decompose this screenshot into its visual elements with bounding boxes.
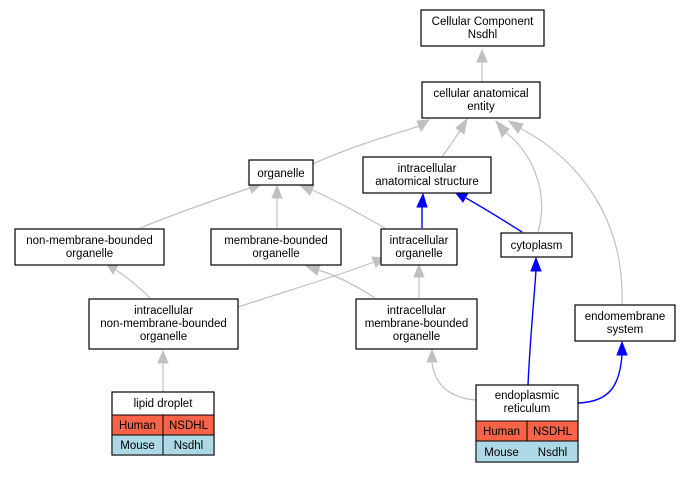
er-mouse-gene: Nsdhl bbox=[538, 447, 567, 459]
node-ias-line1: intracellular bbox=[398, 163, 457, 175]
edge-imbo-mbo bbox=[317, 269, 376, 299]
node-non-membrane-bounded-organelle[interactable]: non-membrane-bounded organelle bbox=[14, 228, 165, 266]
node-er-line2: reticulum bbox=[504, 403, 551, 415]
arrowhead bbox=[157, 349, 169, 364]
er-human-gene: NSDHL bbox=[533, 426, 573, 438]
node-inmbo-line3: organelle bbox=[140, 331, 187, 343]
node-root-line1: Cellular Component bbox=[432, 16, 534, 28]
arrowhead bbox=[476, 48, 488, 63]
node-imbo-line3: organelle bbox=[393, 331, 440, 343]
arrowhead bbox=[507, 120, 524, 134]
arrowhead bbox=[495, 119, 510, 138]
node-intracellular-anatomical-structure[interactable]: intracellular anatomical structure bbox=[362, 156, 492, 194]
arrowhead bbox=[416, 192, 428, 208]
node-imbo-line2: membrane-bounded bbox=[365, 318, 469, 330]
arrowhead bbox=[304, 264, 321, 276]
node-organelle-line1: organelle bbox=[257, 168, 304, 180]
node-inmbo-line1: intracellular bbox=[134, 305, 193, 317]
edge-inmbo-nmbo bbox=[115, 269, 151, 299]
er-human-label: Human bbox=[483, 426, 520, 438]
node-intracellular-non-membrane-bounded-organelle[interactable]: intracellular non-membrane-bounded organ… bbox=[88, 298, 239, 350]
edge-endo-cae bbox=[519, 127, 623, 306]
node-io-line1: intracellular bbox=[390, 235, 449, 247]
node-cytoplasm[interactable]: cytoplasm bbox=[500, 232, 573, 258]
edge-nmbo-organelle bbox=[139, 187, 251, 229]
ld-human-label: Human bbox=[119, 420, 156, 432]
arrowhead bbox=[426, 348, 438, 363]
node-root[interactable]: Cellular Component Nsdhl bbox=[420, 9, 545, 47]
edge-ias-cae bbox=[441, 130, 461, 158]
node-imbo-line1: intracellular bbox=[387, 305, 446, 317]
node-mbo-line2: organelle bbox=[252, 248, 299, 260]
node-intracellular-organelle[interactable]: intracellular organelle bbox=[380, 228, 458, 266]
node-nmbo-line2: organelle bbox=[66, 248, 113, 260]
arrowhead bbox=[416, 119, 431, 133]
edge-organelle-cae bbox=[299, 125, 421, 171]
edge-cyto-ias bbox=[465, 197, 523, 233]
edge-io-organelle bbox=[311, 189, 386, 229]
er-mouse-label: Mouse bbox=[484, 447, 519, 459]
edge-inmbo-io bbox=[237, 261, 375, 308]
ld-mouse-label: Mouse bbox=[120, 440, 155, 452]
er-mouse-row bbox=[475, 440, 579, 463]
node-endo-line2: system bbox=[607, 324, 643, 336]
node-cellular-anatomical-entity[interactable]: cellular anatomical entity bbox=[421, 81, 541, 119]
edge-cyto-cae bbox=[504, 131, 543, 233]
node-ld-title: lipid droplet bbox=[134, 398, 194, 410]
node-root-line2: Nsdhl bbox=[468, 29, 497, 41]
edges-part-of bbox=[416, 191, 628, 404]
ld-human-gene: NSDHL bbox=[169, 420, 209, 432]
node-cae-line1: cellular anatomical bbox=[433, 88, 528, 100]
edge-er-cyto bbox=[527, 269, 537, 386]
node-intracellular-membrane-bounded-organelle[interactable]: intracellular membrane-bounded organelle bbox=[355, 298, 478, 350]
node-er-line1: endoplasmic bbox=[495, 390, 560, 402]
node-membrane-bounded-organelle[interactable]: membrane-bounded organelle bbox=[210, 228, 342, 266]
node-nmbo-line1: non-membrane-bounded bbox=[26, 235, 153, 247]
arrowhead bbox=[413, 263, 425, 278]
node-endoplasmic-reticulum[interactable]: endoplasmic reticulum Human NSDHL Mouse … bbox=[475, 384, 579, 463]
node-mbo-line1: membrane-bounded bbox=[224, 235, 328, 247]
arrowhead bbox=[299, 184, 315, 196]
node-ias-line2: anatomical structure bbox=[375, 176, 479, 188]
node-endo-line1: endomembrane bbox=[585, 311, 666, 323]
node-endomembrane-system[interactable]: endomembrane system bbox=[574, 304, 676, 342]
arrowhead bbox=[616, 340, 628, 356]
node-inmbo-line2: non-membrane-bounded bbox=[100, 318, 227, 330]
node-organelle[interactable]: organelle bbox=[248, 159, 314, 186]
arrowhead bbox=[271, 184, 283, 199]
node-io-line2: organelle bbox=[395, 248, 442, 260]
arrowhead bbox=[455, 117, 468, 135]
edge-er-imbo bbox=[431, 362, 477, 401]
node-cae-line2: entity bbox=[467, 101, 495, 113]
arrowhead bbox=[530, 256, 542, 272]
ld-mouse-gene: Nsdhl bbox=[174, 440, 203, 452]
edges-is-a bbox=[106, 48, 623, 401]
node-cyto-line1: cytoplasm bbox=[511, 240, 563, 252]
node-lipid-droplet[interactable]: lipid droplet Human NSDHL Mouse Nsdhl bbox=[111, 391, 215, 456]
edge-er-endo bbox=[577, 353, 623, 404]
